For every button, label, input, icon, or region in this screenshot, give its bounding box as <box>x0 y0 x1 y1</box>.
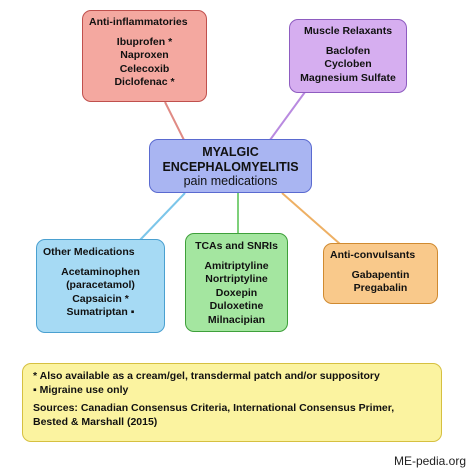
connector-anti-inflammatories <box>164 101 185 141</box>
sources-text: Sources: Canadian Consensus Criteria, In… <box>33 402 395 428</box>
drug-item: Amitriptyline <box>204 259 269 272</box>
tcas-snris-box: TCAs and SNRIs Amitriptyline Nortriptyli… <box>185 233 288 332</box>
drug-item: Sumatriptan ▪ <box>66 306 135 318</box>
other-medications-title: Other Medications <box>43 246 135 258</box>
connector-anticonvulsants <box>281 192 341 245</box>
anticonvulsants-title: Anti-convulsants <box>330 249 416 261</box>
drug-item: Doxepin <box>215 286 258 299</box>
connector-other-medications <box>139 192 186 241</box>
anti-inflammatories-box: Anti-inflammatories Ibuprofen * Naproxen… <box>82 10 207 102</box>
drug-item: Acetaminophen <box>61 265 140 278</box>
drug-item: Ibuprofen * <box>116 35 173 48</box>
drug-item: Celecoxib <box>119 62 170 75</box>
footnote-migraine: ▪ Migraine use only <box>33 383 129 396</box>
other-medications-box: Other Medications Acetaminophen (paracet… <box>36 239 165 333</box>
drug-item: Baclofen <box>325 44 371 57</box>
center-title-line1: MYALGIC <box>202 145 259 159</box>
drug-item: Pregabalin <box>353 282 408 294</box>
drug-item: Cycloben <box>324 58 372 70</box>
muscle-relaxants-title: Muscle Relaxants <box>303 25 393 37</box>
drug-item: Capsaicin * <box>72 292 129 305</box>
drug-item: Milnacipian <box>207 313 266 326</box>
drug-item: Naproxen <box>120 49 169 61</box>
drug-item: Nortriptyline <box>205 273 268 285</box>
drug-item: Gabapentin <box>351 268 410 281</box>
drug-item: Magnesium Sulfate <box>300 71 396 84</box>
connector-muscle-relaxants <box>269 91 306 141</box>
drug-item: (paracetamol) <box>66 279 135 291</box>
anti-inflammatories-title: Anti-inflammatories <box>89 16 188 28</box>
center-subtitle: pain medications <box>183 174 278 188</box>
center-title-line2: ENCEPHALOMYELITIS <box>162 159 299 174</box>
footnote-asterisk: * Also available as a cream/gel, transde… <box>33 370 380 382</box>
anticonvulsants-box: Anti-convulsants Gabapentin Pregabalin <box>323 243 438 304</box>
drug-item: Duloxetine <box>209 300 264 312</box>
site-credit: ME-pedia.org <box>393 454 466 468</box>
tcas-snris-title: TCAs and SNRIs <box>195 240 278 252</box>
drug-item: Diclofenac * <box>114 76 175 88</box>
notes-box: * Also available as a cream/gel, transde… <box>22 363 442 442</box>
muscle-relaxants-box: Muscle Relaxants Baclofen Cycloben Magne… <box>289 19 407 93</box>
center-topic-box: MYALGIC ENCEPHALOMYELITIS pain medicatio… <box>149 139 312 193</box>
